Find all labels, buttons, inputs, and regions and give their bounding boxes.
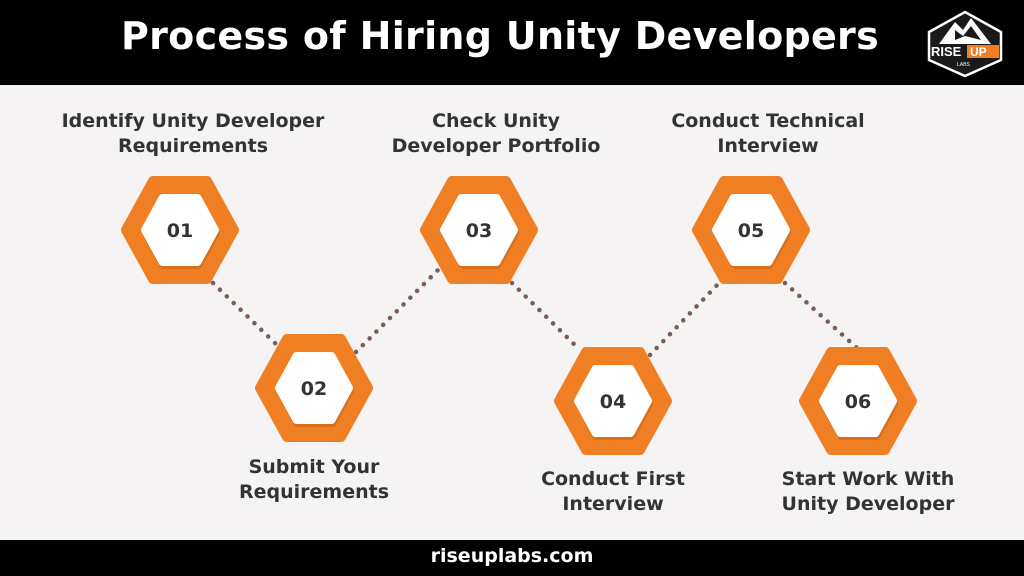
- page-title: Process of Hiring Unity Developers: [120, 14, 880, 58]
- dotted-connector-2: [353, 267, 441, 355]
- step-label-line1: Submit Your: [248, 456, 380, 478]
- step-number: 02: [301, 378, 327, 400]
- svg-text:UP: UP: [970, 45, 987, 59]
- footer-bar: riseuplabs.com: [0, 540, 1024, 576]
- step-label-line1: Check Unity: [432, 110, 560, 132]
- rise-up-labs-logo: RISE UP LABS: [927, 10, 1003, 78]
- step-hexagon-02: 02: [255, 334, 373, 442]
- step-label-line2: Unity Developer: [781, 493, 955, 515]
- step-label-line1: Conduct Technical: [671, 110, 865, 132]
- step-number: 03: [466, 220, 492, 242]
- hexagon-inner: [141, 194, 219, 266]
- step-hexagon-06: 06: [799, 347, 917, 455]
- step-label-line2: Developer Portfolio: [391, 135, 601, 157]
- step-number: 06: [845, 391, 871, 413]
- hexagon-inner: [574, 365, 652, 437]
- step-hexagon-01: 01: [121, 176, 239, 284]
- dotted-connector-1: [210, 280, 280, 348]
- step-number: 05: [738, 220, 764, 242]
- hexagon-inner: [819, 365, 897, 437]
- step-label-line2: Requirements: [238, 481, 389, 503]
- dotted-connector-5: [782, 280, 860, 351]
- step-hexagon-04: 04: [554, 347, 672, 455]
- step-hexagon-05: 05: [692, 176, 810, 284]
- step-hexagon-03: 03: [420, 176, 538, 284]
- hexagon-inner: [440, 194, 518, 266]
- svg-text:RISE: RISE: [931, 44, 962, 59]
- dotted-connector-3: [509, 280, 583, 353]
- step-label-line2: Interview: [562, 493, 664, 515]
- step-label-line1: Start Work With: [781, 468, 955, 490]
- step-label-line1: Conduct First: [541, 468, 685, 490]
- header-bar: Process of Hiring Unity Developers RISE …: [0, 0, 1024, 85]
- svg-text:LABS: LABS: [957, 62, 970, 68]
- step-number: 01: [167, 220, 193, 242]
- hexagon-inner: [275, 352, 353, 424]
- hexagon-inner: [712, 194, 790, 266]
- website-link[interactable]: riseuplabs.com: [430, 545, 594, 567]
- step-label-line2: Requirements: [117, 135, 268, 157]
- step-number: 04: [600, 391, 626, 413]
- dotted-connector-4: [647, 279, 723, 358]
- step-label-line1: Identify Unity Developer: [61, 110, 325, 132]
- step-label-line2: Interview: [717, 135, 819, 157]
